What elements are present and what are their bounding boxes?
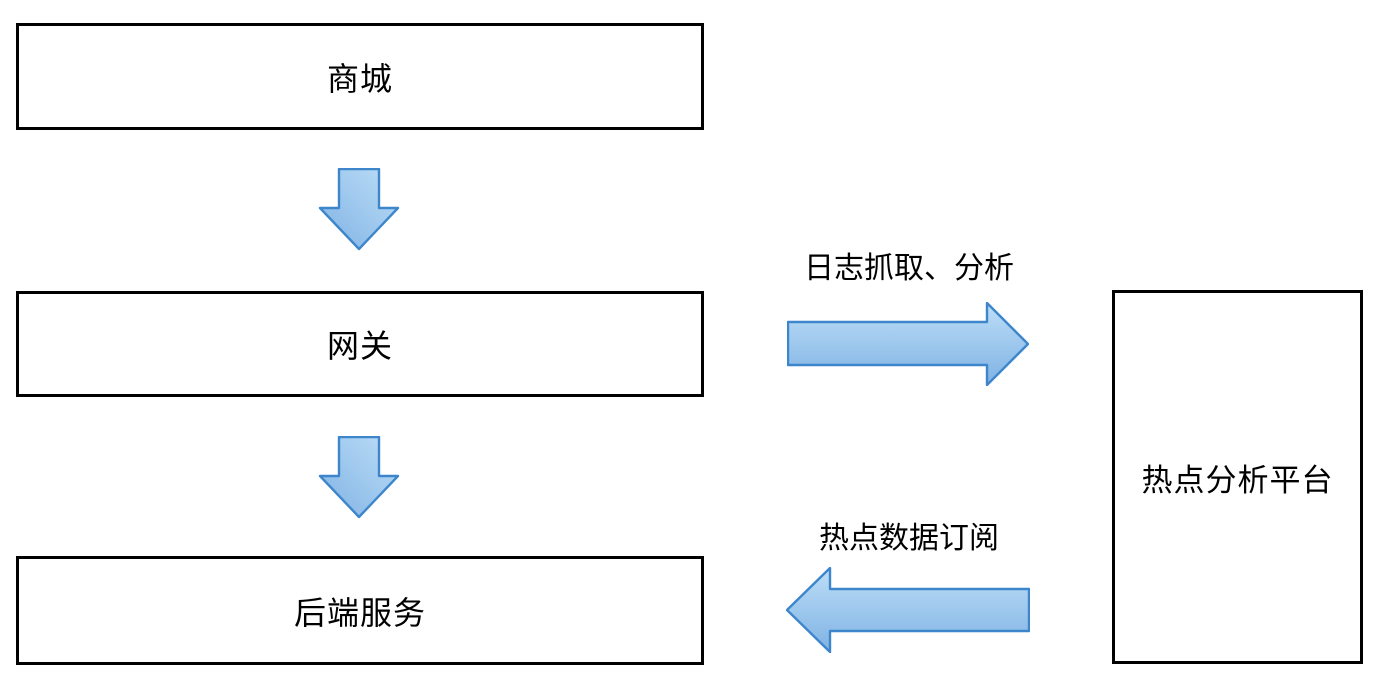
left-arrow-icon xyxy=(786,567,1030,653)
edge-label-hotspot-subscribe: 热点数据订阅 xyxy=(819,522,999,555)
node-platform-label: 热点分析平台 xyxy=(1141,462,1334,498)
node-backend: 后端服务 xyxy=(16,556,704,665)
node-mall-label: 商城 xyxy=(326,60,393,97)
node-platform: 热点分析平台 xyxy=(1112,290,1363,664)
node-gateway-label: 网关 xyxy=(326,328,393,364)
node-gateway: 网关 xyxy=(16,291,704,397)
node-backend-label: 后端服务 xyxy=(293,594,426,631)
down-arrow-icon xyxy=(318,168,400,251)
node-mall: 商城 xyxy=(16,23,704,130)
right-arrow-icon xyxy=(787,302,1029,386)
edge-label-log-capture: 日志抓取、分析 xyxy=(804,252,1014,285)
down-arrow-icon xyxy=(318,436,400,519)
